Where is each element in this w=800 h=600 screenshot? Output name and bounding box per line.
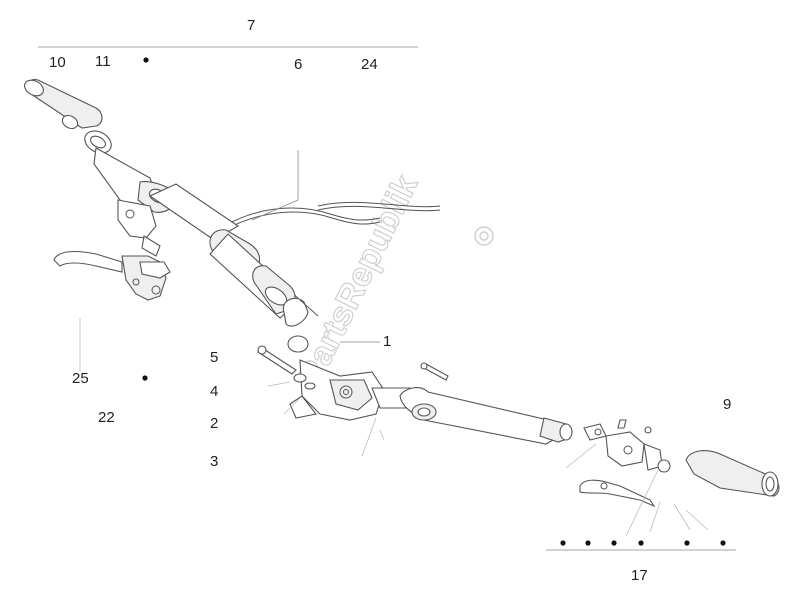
dot-17-e <box>684 540 690 546</box>
bullet-dots <box>142 57 726 546</box>
right-leaders <box>546 443 736 551</box>
callout-5: 5 <box>210 349 218 366</box>
left-brake-lever <box>53 250 171 301</box>
right-brake-lever <box>579 479 656 508</box>
callout-6: 6 <box>294 56 302 73</box>
callout-2: 2 <box>210 415 218 432</box>
callout-4: 4 <box>210 383 218 400</box>
dot-17-c <box>611 540 617 546</box>
callout-17: 17 <box>631 567 648 584</box>
cables <box>227 150 441 229</box>
callout-11: 11 <box>95 53 111 70</box>
callout-3: 3 <box>210 453 218 470</box>
dot-11 <box>143 57 149 63</box>
right-controls <box>583 419 671 473</box>
callouts: 7 10 11 6 24 1 5 4 2 3 25 22 9 17 <box>49 17 731 584</box>
callout-9: 9 <box>723 396 731 413</box>
watermark-gear-icon <box>474 226 494 246</box>
dot-17-b <box>585 540 591 546</box>
watermark: PartsRepublik <box>290 169 494 392</box>
dot-25 <box>142 375 148 381</box>
right-grip <box>685 450 780 497</box>
callout-1: 1 <box>383 333 391 350</box>
dot-17-d <box>638 540 644 546</box>
small-hardware <box>257 345 449 457</box>
callout-10: 10 <box>49 54 66 71</box>
left-switch-housing <box>117 199 161 257</box>
callout-22: 22 <box>98 409 115 426</box>
callout-7: 7 <box>247 17 255 34</box>
callout-24: 24 <box>361 56 378 73</box>
dot-17-a <box>560 540 566 546</box>
dot-17-f <box>720 540 726 546</box>
left-grip <box>24 79 112 154</box>
handlebar <box>148 183 573 445</box>
callout-25: 25 <box>72 370 89 387</box>
